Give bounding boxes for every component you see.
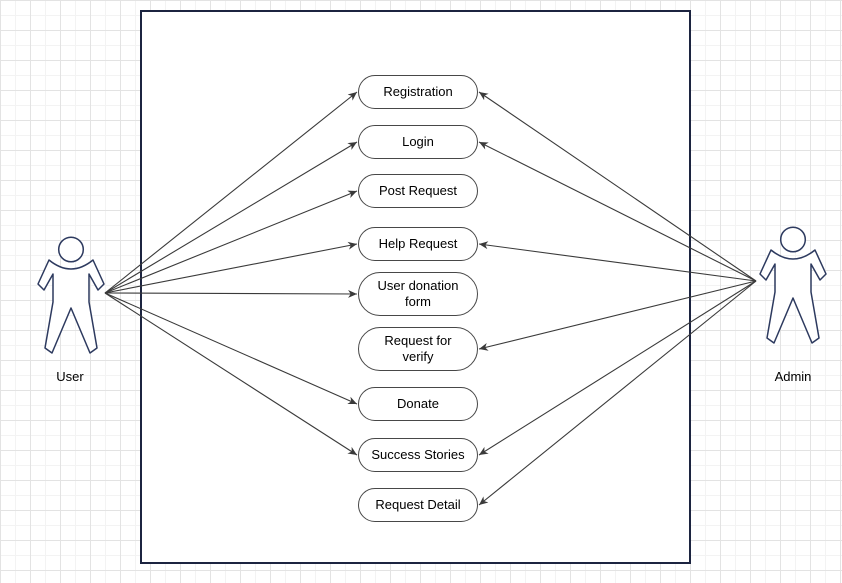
use-case-success-stories[interactable]: Success Stories xyxy=(358,438,478,472)
user-actor-head xyxy=(57,236,85,263)
edge-user-user-donation-form[interactable] xyxy=(104,290,358,298)
use-case-label: Login xyxy=(402,133,434,149)
edge-user-success-stories[interactable] xyxy=(104,292,358,456)
use-case-label: Registration xyxy=(383,83,453,99)
edge-admin-request-detail[interactable] xyxy=(478,280,757,506)
edge-user-donate[interactable] xyxy=(104,292,358,405)
use-case-request-for-verify[interactable]: Request for verify xyxy=(358,327,478,371)
use-case-user-donation-form[interactable]: User donation form xyxy=(358,272,478,316)
use-case-request-detail[interactable]: Request Detail xyxy=(358,488,478,522)
edge-admin-login[interactable] xyxy=(478,141,757,282)
admin-actor-head xyxy=(779,226,807,253)
use-case-label: Request for verify xyxy=(384,332,452,364)
use-case-donate[interactable]: Donate xyxy=(358,387,478,421)
use-case-label: Success Stories xyxy=(371,446,465,462)
edges-group xyxy=(104,91,757,506)
edge-user-help-request[interactable] xyxy=(104,241,358,294)
use-case-post-request[interactable]: Post Request xyxy=(358,174,478,208)
use-case-login[interactable]: Login xyxy=(358,125,478,159)
use-case-label: Post Request xyxy=(378,182,458,198)
edge-user-post-request[interactable] xyxy=(104,190,358,294)
user-actor-icon[interactable] xyxy=(37,236,105,354)
use-case-label: Request Detail xyxy=(375,496,461,512)
user-actor-body xyxy=(37,259,105,354)
edge-user-login[interactable] xyxy=(104,141,358,294)
use-case-help-request[interactable]: Help Request xyxy=(358,227,478,261)
use-case-registration[interactable]: Registration xyxy=(358,75,478,109)
edge-admin-registration[interactable] xyxy=(478,91,757,282)
edge-admin-request-for-verify[interactable] xyxy=(478,280,757,351)
user-actor-label: User xyxy=(56,369,84,384)
admin-actor-icon[interactable] xyxy=(759,226,827,344)
edge-admin-success-stories[interactable] xyxy=(478,280,757,456)
edge-admin-help-request[interactable] xyxy=(478,241,757,282)
admin-actor-body xyxy=(759,249,827,344)
use-case-label: Donate xyxy=(397,395,439,411)
use-case-label: User donation form xyxy=(377,277,459,309)
admin-actor-label: Admin xyxy=(774,369,812,384)
edge-user-registration[interactable] xyxy=(104,91,358,294)
use-case-label: Help Request xyxy=(378,235,458,251)
